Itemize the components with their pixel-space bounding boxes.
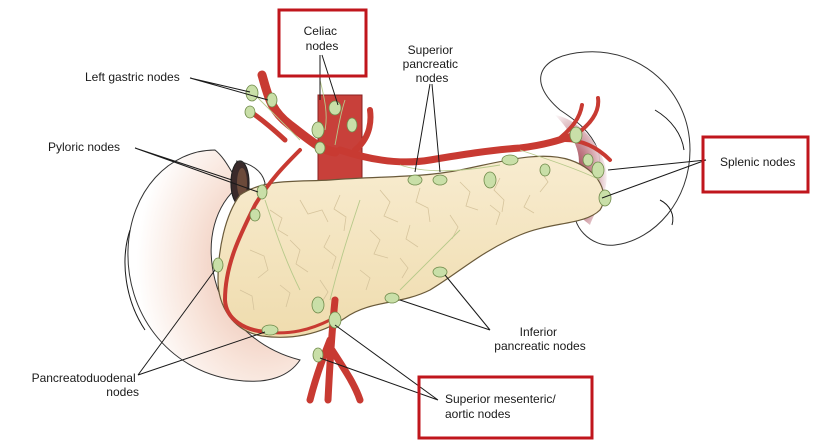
- lymph-node: [484, 172, 496, 188]
- lymph-node: [583, 154, 593, 166]
- label-pancreatoduodenal-nodes: Pancreatoduodenal nodes: [32, 371, 139, 399]
- lymph-node: [570, 127, 582, 143]
- label-celiac-nodes: Celiac nodes: [304, 24, 341, 53]
- label-left-gastric-nodes: Left gastric nodes: [85, 70, 180, 84]
- lymph-node: [312, 297, 324, 313]
- label-superior-mesenteric-aortic-nodes: Superior mesenteric/ aortic nodes: [445, 392, 559, 421]
- lymph-node: [250, 209, 260, 221]
- lymph-node: [540, 164, 550, 176]
- lymph-node: [262, 325, 278, 335]
- lymph-node: [246, 85, 258, 101]
- lymph-node: [592, 162, 604, 178]
- lymph-node: [257, 185, 267, 199]
- lymph-node: [408, 175, 422, 185]
- lymph-node: [329, 101, 341, 115]
- lymph-node: [599, 190, 611, 206]
- label-splenic-nodes: Splenic nodes: [720, 155, 795, 169]
- lymph-node: [315, 142, 325, 154]
- lymph-node: [385, 293, 399, 303]
- lymph-node: [312, 122, 324, 138]
- label-inferior-pancreatic-nodes: Inferior pancreatic nodes: [494, 325, 585, 353]
- label-pyloric-nodes: Pyloric nodes: [48, 140, 120, 154]
- lymph-node: [313, 348, 323, 362]
- lymph-node: [433, 175, 447, 185]
- label-superior-pancreatic-nodes: Superior pancreatic nodes: [403, 43, 462, 85]
- lymph-node: [347, 118, 357, 132]
- lymph-node: [267, 93, 277, 107]
- lymph-node: [245, 106, 255, 118]
- lymph-node: [502, 155, 518, 165]
